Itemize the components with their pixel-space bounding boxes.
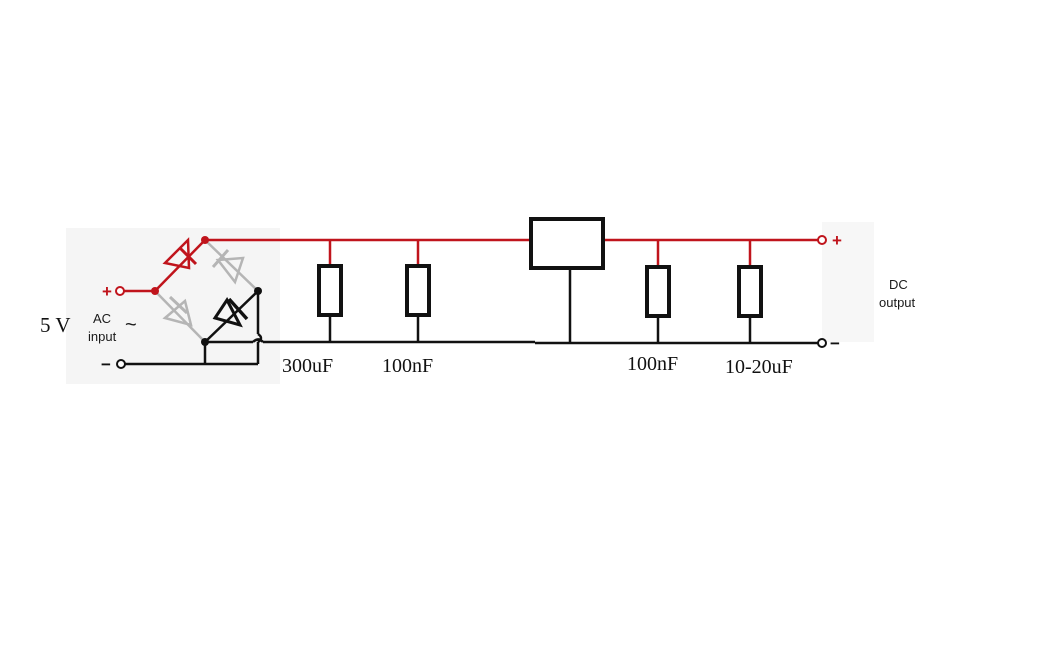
negative-rail	[125, 268, 818, 366]
ac-symbol: ~	[125, 314, 137, 336]
capacitor-4-label: 10-20uF	[725, 356, 793, 378]
capacitor-3-label: 100nF	[627, 353, 678, 375]
dc-label-line1: DC	[889, 277, 908, 292]
dc-plus-sign: +	[832, 231, 842, 250]
capacitor-2-label: 100nF	[382, 355, 433, 377]
ac-plus-terminal	[115, 286, 125, 296]
dc-plus-terminal	[817, 235, 827, 245]
ac-minus-sign: −	[101, 355, 111, 374]
positive-rail	[122, 238, 818, 293]
ac-label-line2: input	[88, 329, 117, 344]
voltage-regulator	[529, 217, 605, 270]
diode-bottom-left	[154, 290, 206, 343]
ac-label-line1: AC	[93, 311, 111, 326]
diode-top-left	[154, 237, 206, 292]
capacitor-3	[645, 265, 671, 318]
dc-minus-terminal	[817, 338, 827, 348]
ac-plus-sign: +	[102, 282, 112, 301]
dc-minus-sign: −	[830, 334, 840, 353]
diode-top-right	[204, 239, 259, 292]
bridge-rectifier	[151, 236, 262, 346]
dc-output-terminals	[817, 235, 827, 348]
diode-bottom-right	[204, 290, 259, 343]
ac-input-terminals	[115, 286, 126, 369]
capacitor-1-label: 300uF	[282, 355, 333, 377]
ac-minus-terminal	[116, 359, 126, 369]
dc-label-line2: output	[879, 295, 916, 310]
voltage-label: 5 V	[40, 313, 71, 337]
capacitor-2	[405, 264, 431, 317]
capacitor-4	[737, 265, 763, 318]
capacitor-1	[317, 264, 343, 317]
